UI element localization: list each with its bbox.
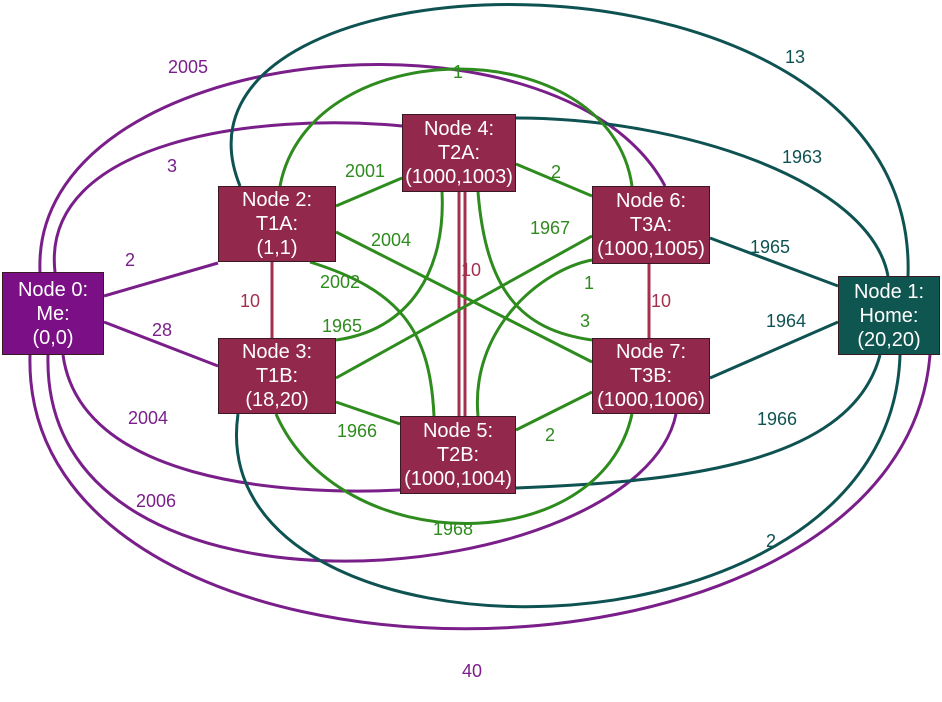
edge-5-7: [515, 390, 593, 432]
node-2-coords: (1,1): [256, 237, 298, 259]
node-4-t2a: Node 4: T2A: (1000,1003): [402, 114, 516, 192]
node-1-id: Node 1:: [853, 280, 925, 303]
edge-label-1-5: 1966: [757, 409, 797, 429]
edge-1-3: [234, 354, 902, 609]
edge-label-1-4: 1963: [782, 147, 822, 167]
node-3-coords: (18,20): [245, 389, 309, 411]
node-1-name: Home:: [859, 304, 919, 327]
edge-0-4: [52, 121, 403, 273]
edge-3-4: [335, 191, 444, 342]
edge-1-5: [515, 354, 882, 490]
edge-0-7: [46, 354, 678, 563]
edge-label-4-5: 10: [461, 260, 481, 280]
edge-label-2-3: 10: [240, 291, 260, 311]
node-6-id: Node 6:: [615, 190, 687, 212]
edge-label-3-6: 1967: [530, 218, 570, 238]
edge-label-5-7: 2: [545, 425, 555, 445]
node-6-t3a: Node 6: T3A: (1000,1005): [592, 186, 710, 264]
edge-0-3: [103, 320, 219, 368]
edge-label-3-7: 1968: [433, 519, 473, 539]
edge-0-1: [28, 354, 932, 631]
node-4-name: T2A:: [437, 142, 481, 164]
edge-label-0-2: 2: [125, 250, 135, 270]
node-6-name: T3A:: [629, 214, 673, 236]
node-7-name: T3B:: [629, 365, 673, 387]
edge-2-4: [335, 176, 403, 208]
node-7-t3b: Node 7: T3B: (1000,1006): [592, 338, 710, 414]
edge-2-6: [278, 67, 634, 187]
node-6-coords: (1000,1005): [597, 238, 705, 260]
node-2-t1a: Node 2: T1A: (1,1): [218, 186, 336, 262]
edge-1-2: [229, 2, 910, 277]
node-3-name: T1B:: [255, 365, 299, 387]
edge-label-2-5: 2002: [320, 272, 360, 292]
node-7-id: Node 7:: [615, 341, 687, 363]
edge-3-6: [335, 234, 593, 380]
node-4-id: Node 4:: [423, 118, 495, 140]
edge-label-3-5: 1966: [337, 421, 377, 441]
node-2-id: Node 2:: [241, 189, 313, 211]
node-0-me: Node 0: Me: (0,0): [2, 272, 104, 355]
edge-3-7: [274, 413, 634, 525]
node-1-coords: (20,20): [857, 328, 921, 351]
edge-5-6: [475, 258, 593, 417]
edge-label-0-4: 3: [167, 156, 177, 176]
node-3-id: Node 3:: [241, 341, 313, 363]
edge-label-0-3: 28: [152, 320, 172, 340]
node-7-coords: (1000,1006): [597, 389, 705, 411]
node-5-id: Node 5:: [422, 420, 494, 442]
node-4-coords: (1000,1003): [405, 166, 513, 188]
edge-label-2-6: 1: [453, 62, 463, 82]
node-5-coords: (1000,1004): [404, 468, 512, 490]
edge-label-2-7: 2004: [371, 230, 411, 250]
edge-label-0-7: 2006: [136, 491, 176, 511]
edge-label-1-7: 1964: [766, 311, 806, 331]
edge-label-0-1: 40: [462, 661, 482, 681]
edge-label-3-4: 1965: [322, 316, 362, 336]
edge-label-2-4: 2001: [345, 161, 385, 181]
node-3-t1b: Node 3: T1B: (18,20): [218, 338, 336, 414]
edge-label-1-6: 1965: [750, 237, 790, 257]
edge-0-2: [103, 261, 219, 298]
edge-4-6: [515, 162, 593, 198]
edge-2-5: [309, 260, 436, 417]
node-5-t2b: Node 5: T2B: (1000,1004): [400, 416, 516, 494]
node-0-id: Node 0:: [17, 278, 89, 301]
edge-label-5-6: 1: [584, 273, 594, 293]
edge-label-0-5: 2004: [128, 408, 168, 428]
node-5-name: T2B:: [436, 444, 480, 466]
edge-4-7: [476, 191, 593, 342]
node-0-coords: (0,0): [32, 326, 74, 349]
edge-1-7: [709, 320, 839, 380]
edge-label-1-3: 2: [766, 531, 776, 551]
node-0-name: Me:: [36, 302, 70, 325]
edge-label-4-7: 3: [580, 311, 590, 331]
edge-label-0-6: 2005: [168, 57, 208, 77]
edge-label-1-2: 13: [785, 47, 805, 67]
edge-1-6: [709, 236, 839, 288]
node-1-home: Node 1: Home: (20,20): [838, 276, 940, 355]
edge-label-4-6: 2: [551, 162, 561, 182]
edge-3-5: [335, 400, 401, 426]
edge-1-4: [515, 116, 890, 277]
edge-label-6-7: 10: [651, 291, 671, 311]
node-2-name: T1A:: [255, 213, 299, 235]
edge-2-7: [335, 230, 593, 364]
